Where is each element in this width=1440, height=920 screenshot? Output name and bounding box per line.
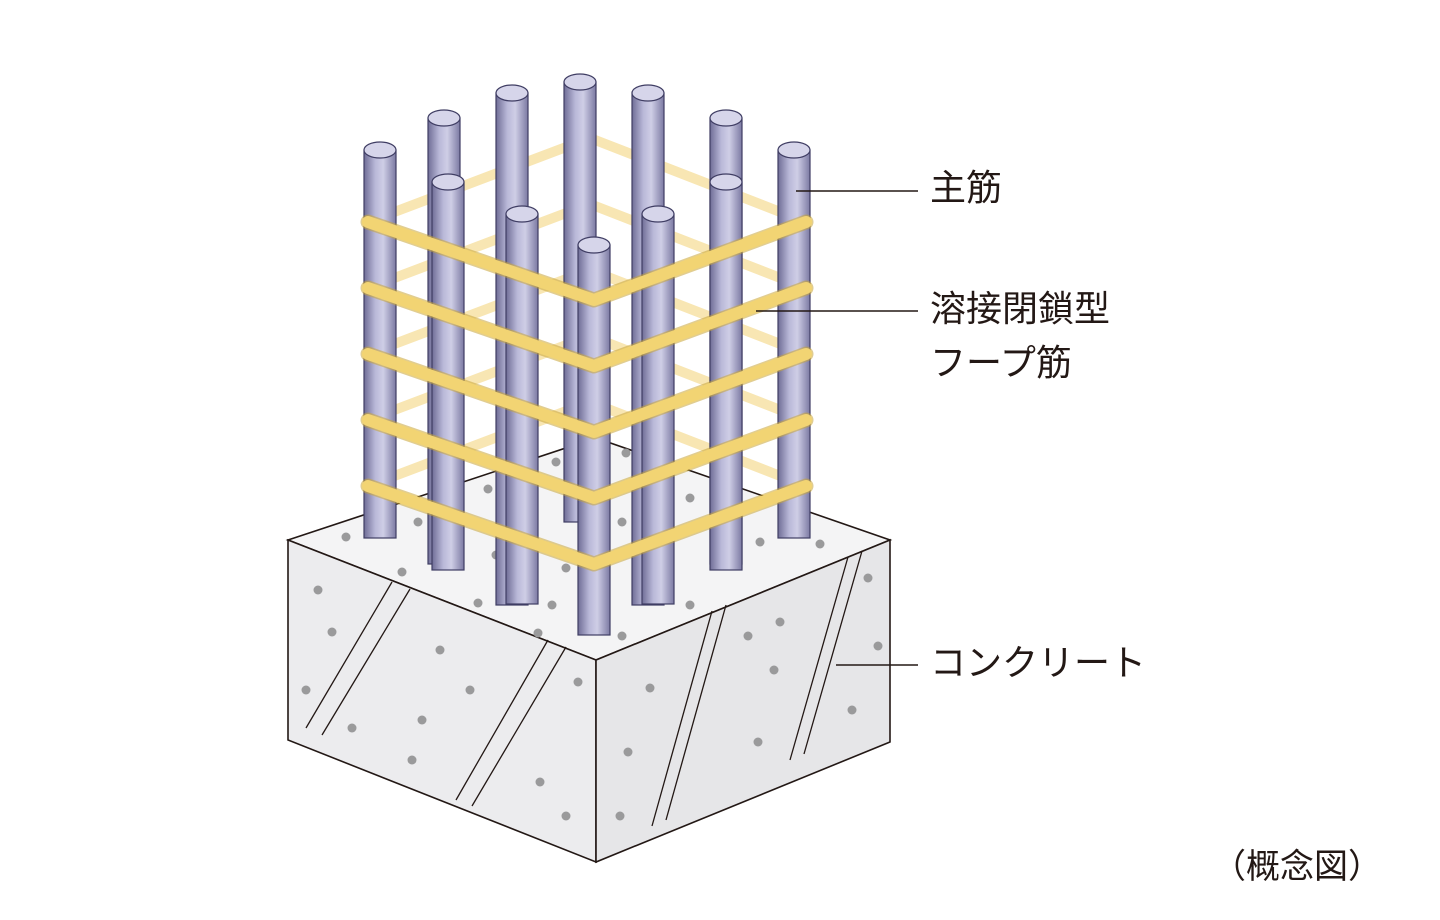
label-hoop-line1: 溶接閉鎖型 [930,289,1111,330]
concrete-cracks [305,550,863,827]
main-rebars [363,73,811,636]
concrete-right-face [595,538,891,864]
note-conceptual-diagram: （概念図） [1212,847,1382,887]
leader-lines [756,190,918,666]
hoop-front-segments [360,214,814,572]
label-hoop-rebar: 溶接閉鎖型 フープ筋 [930,283,1110,391]
label-hoop-line2: フープ筋 [930,343,1072,384]
label-main-rebar: 主筋 [930,168,1003,209]
label-concrete: コンクリート [930,643,1147,684]
concrete-aggregate [301,448,883,821]
